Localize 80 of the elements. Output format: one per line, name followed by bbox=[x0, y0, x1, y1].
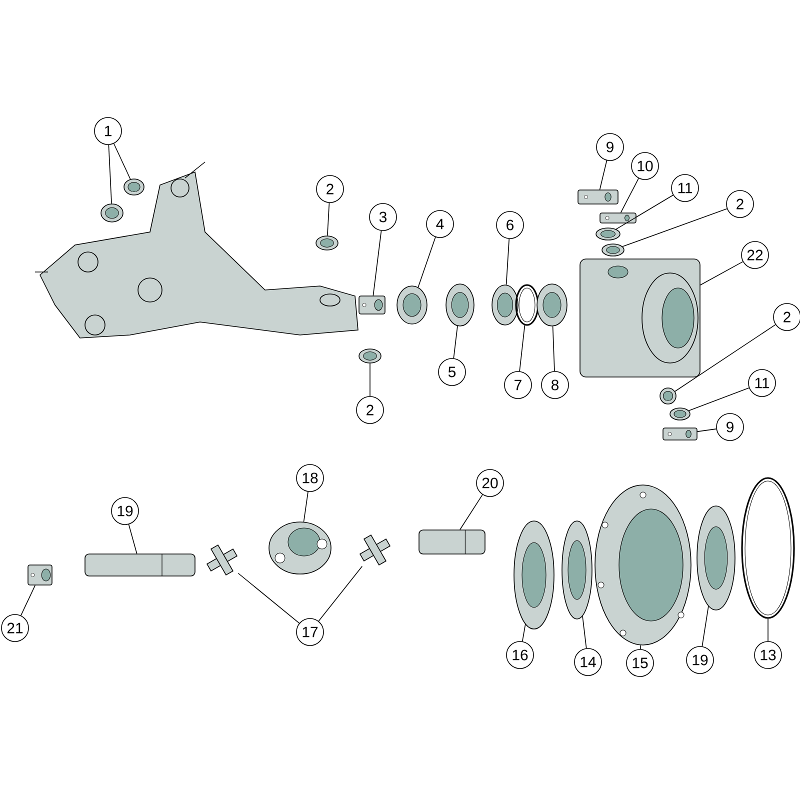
callout-number: 17 bbox=[296, 618, 324, 646]
shaft-drawing bbox=[84, 554, 196, 576]
retaining-ring-drawing bbox=[515, 284, 539, 326]
callout-number: 14 bbox=[574, 648, 602, 676]
leader-line bbox=[303, 491, 308, 522]
callout-number: 19 bbox=[111, 497, 139, 525]
callout-number: 22 bbox=[741, 241, 769, 269]
cover-plate-drawing bbox=[662, 428, 698, 440]
gasket-drawing bbox=[600, 212, 636, 224]
washer-drawing bbox=[316, 236, 338, 250]
callout-number: 20 bbox=[476, 469, 504, 497]
seal-drawing bbox=[602, 244, 624, 256]
o-ring-drawing bbox=[741, 477, 795, 619]
callout-number: 13 bbox=[754, 641, 782, 669]
steering-knuckle-drawing bbox=[580, 258, 700, 378]
callout-number: 10 bbox=[631, 152, 659, 180]
seal-drawing bbox=[596, 228, 620, 240]
callout-number: 3 bbox=[369, 203, 397, 231]
leader-line bbox=[453, 326, 458, 359]
callout-number: 9 bbox=[596, 133, 624, 161]
leader-line bbox=[620, 178, 639, 213]
leader-line bbox=[128, 524, 138, 554]
bushing-drawing bbox=[124, 178, 144, 196]
seal-drawing bbox=[670, 408, 690, 420]
callout-number: 21 bbox=[1, 614, 29, 642]
leader-line bbox=[506, 238, 510, 286]
callout-number: 16 bbox=[506, 641, 534, 669]
leader-line bbox=[552, 326, 555, 372]
callout-number: 2 bbox=[316, 175, 344, 203]
callout-number: 5 bbox=[438, 358, 466, 386]
leader-line bbox=[599, 160, 608, 190]
leader-line bbox=[700, 261, 744, 286]
bearing-drawing bbox=[492, 284, 518, 326]
callout-number: 11 bbox=[671, 174, 699, 202]
callout-number: 7 bbox=[504, 371, 532, 399]
leader-line bbox=[697, 428, 717, 432]
callout-number: 6 bbox=[496, 211, 524, 239]
cover-plate-drawing bbox=[578, 190, 618, 204]
seal-drawing bbox=[446, 284, 474, 326]
leader-line bbox=[616, 194, 674, 230]
bearing-drawing bbox=[562, 520, 592, 620]
pin-drawing bbox=[358, 296, 386, 314]
leader-line bbox=[238, 572, 300, 624]
washer-drawing bbox=[660, 388, 676, 404]
leader-line bbox=[622, 208, 728, 247]
callout-number: 2 bbox=[773, 303, 800, 331]
callout-number: 2 bbox=[356, 396, 384, 424]
callout-number: 2 bbox=[726, 190, 754, 218]
callout-number: 19 bbox=[686, 646, 714, 674]
callout-number: 9 bbox=[716, 413, 744, 441]
washer-drawing bbox=[358, 348, 382, 364]
leader-line bbox=[372, 230, 382, 296]
leader-line bbox=[522, 624, 526, 642]
bearing-drawing bbox=[514, 520, 554, 630]
leader-line bbox=[20, 585, 36, 616]
wheel-hub-drawing bbox=[594, 484, 692, 646]
leader-line bbox=[113, 143, 131, 180]
callout-number: 18 bbox=[296, 464, 324, 492]
bushing-drawing bbox=[100, 204, 124, 222]
callout-number: 1 bbox=[94, 117, 122, 145]
leader-line bbox=[674, 324, 776, 392]
bearing-drawing bbox=[536, 284, 568, 326]
leader-line bbox=[418, 236, 436, 288]
leader-line bbox=[327, 202, 330, 236]
leader-line bbox=[640, 644, 641, 650]
leader-line bbox=[460, 494, 483, 530]
yoke-drawing bbox=[418, 530, 486, 554]
leader-line bbox=[702, 606, 709, 647]
leader-line bbox=[519, 325, 526, 372]
bearing-drawing bbox=[396, 286, 428, 324]
leader-line bbox=[108, 144, 112, 204]
leader-line bbox=[582, 616, 587, 649]
callout-number: 8 bbox=[541, 371, 569, 399]
bearing-housing-drawing bbox=[268, 522, 332, 574]
callout-number: 4 bbox=[426, 210, 454, 238]
bearing-drawing bbox=[696, 506, 736, 610]
leader-line bbox=[688, 388, 750, 412]
callout-number: 15 bbox=[626, 649, 654, 677]
sleeve-drawing bbox=[28, 564, 52, 586]
callout-number: 11 bbox=[748, 369, 776, 397]
